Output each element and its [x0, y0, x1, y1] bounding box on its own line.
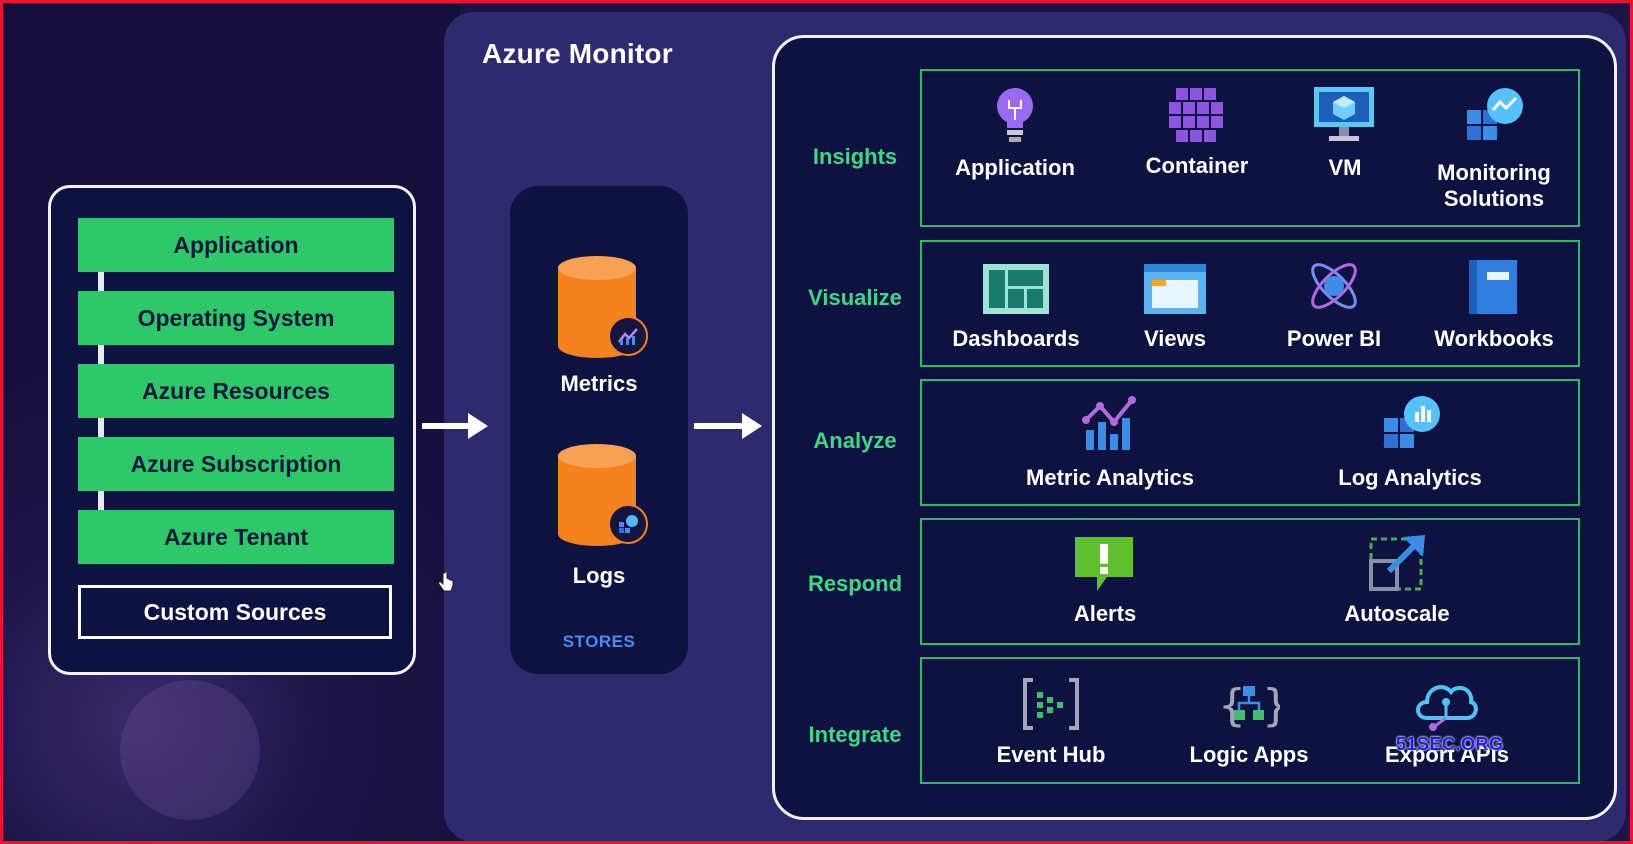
category-insights: Insights	[812, 144, 898, 169]
integrate-logic-apps: Logic Apps	[1189, 742, 1309, 767]
log-analytics-icon	[1380, 394, 1442, 459]
analyze-log-analytics: Log Analytics	[1338, 465, 1482, 490]
insights-row	[920, 69, 1580, 227]
diagram-title: Azure Monitor	[482, 38, 673, 69]
visualize-views: Views	[1144, 326, 1206, 351]
category-integrate: Integrate	[808, 722, 902, 747]
visualize-dashboards: Dashboards	[952, 326, 1080, 351]
workbooks-icon	[1467, 258, 1519, 321]
arrow-stores-to-outputs	[694, 413, 762, 439]
power-bi-icon	[1304, 256, 1364, 321]
background-glow	[120, 680, 260, 820]
metric-analytics-icon	[1080, 394, 1140, 457]
source-operating-system: Operating System	[78, 291, 394, 345]
stores-caption: STORES	[562, 632, 636, 651]
integrate-event-hub: Event Hub	[996, 742, 1106, 767]
logs-store-icon	[558, 444, 648, 546]
insight-monitoring-solutions: Monitoring Solutions	[1437, 160, 1551, 211]
analyze-row	[920, 379, 1580, 506]
respond-alerts: Alerts	[1073, 601, 1137, 626]
source-azure-subscription: Azure Subscription	[78, 437, 394, 491]
insight-vm: VM	[1328, 155, 1362, 180]
arrow-sources-to-stores	[422, 413, 488, 439]
insight-container: Container	[1145, 153, 1249, 178]
outputs-panel	[772, 35, 1617, 820]
hand-cursor-icon	[438, 571, 454, 599]
integrate-row	[920, 657, 1580, 784]
integrate-export-apis: Export APIs	[1385, 742, 1509, 767]
dashboards-icon	[983, 264, 1049, 319]
views-icon	[1144, 264, 1206, 319]
logs-label: Logs	[572, 563, 626, 588]
metrics-label: Metrics	[560, 371, 638, 396]
category-visualize: Visualize	[808, 285, 902, 310]
source-azure-tenant: Azure Tenant	[78, 510, 394, 564]
respond-row	[920, 518, 1580, 645]
category-analyze: Analyze	[813, 428, 897, 453]
source-azure-resources: Azure Resources	[78, 364, 394, 418]
logs-badge-icon	[608, 504, 648, 544]
container-icon	[1164, 86, 1230, 151]
visualize-workbooks: Workbooks	[1434, 326, 1554, 351]
metrics-store-icon	[558, 256, 648, 358]
respond-autoscale: Autoscale	[1344, 601, 1450, 626]
autoscale-icon	[1367, 533, 1427, 598]
monitoring-solutions-icon	[1463, 86, 1525, 151]
event-hub-icon	[1023, 678, 1079, 735]
category-respond: Respond	[807, 571, 903, 596]
svg-text:{: {	[1218, 680, 1246, 730]
metrics-badge-icon	[608, 316, 648, 356]
visualize-power-bi: Power BI	[1286, 326, 1382, 351]
lightbulb-icon	[993, 86, 1037, 151]
logic-apps-icon: {}	[1218, 678, 1290, 735]
visualize-row	[920, 240, 1580, 367]
source-application: Application	[78, 218, 394, 272]
export-apis-icon	[1413, 674, 1479, 737]
source-custom-sources: Custom Sources	[78, 585, 392, 639]
analyze-metric-analytics: Metric Analytics	[1026, 465, 1194, 490]
watermark: 51SEC.ORG	[1396, 734, 1504, 754]
insight-application: Application	[955, 155, 1075, 180]
svg-text:}: }	[1262, 680, 1280, 730]
vm-icon	[1313, 86, 1375, 149]
alerts-icon	[1073, 535, 1135, 598]
